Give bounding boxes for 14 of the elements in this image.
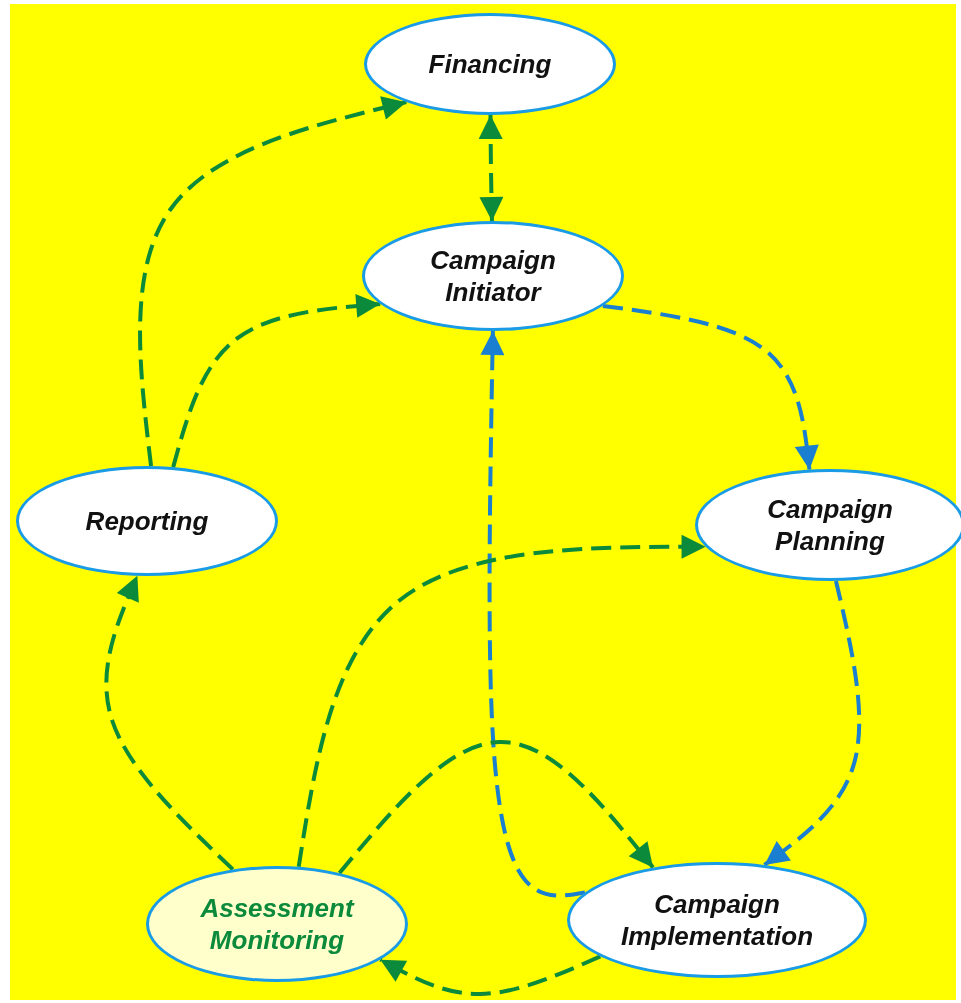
arrow <box>379 954 602 996</box>
node-label: Assessment Monitoring <box>199 892 356 956</box>
arrow <box>480 330 586 898</box>
arrow <box>171 293 381 468</box>
arrow <box>138 96 407 467</box>
node-label: Financing <box>428 48 552 80</box>
arrow <box>478 115 504 222</box>
arrow <box>602 303 819 470</box>
node-label: Campaign Planning <box>766 493 894 557</box>
arrow <box>296 534 706 868</box>
node-label: Campaign Implementation <box>619 888 815 952</box>
node-label: Reporting <box>85 505 209 537</box>
node-label: Campaign Initiator <box>429 244 557 308</box>
arrow <box>337 740 655 875</box>
